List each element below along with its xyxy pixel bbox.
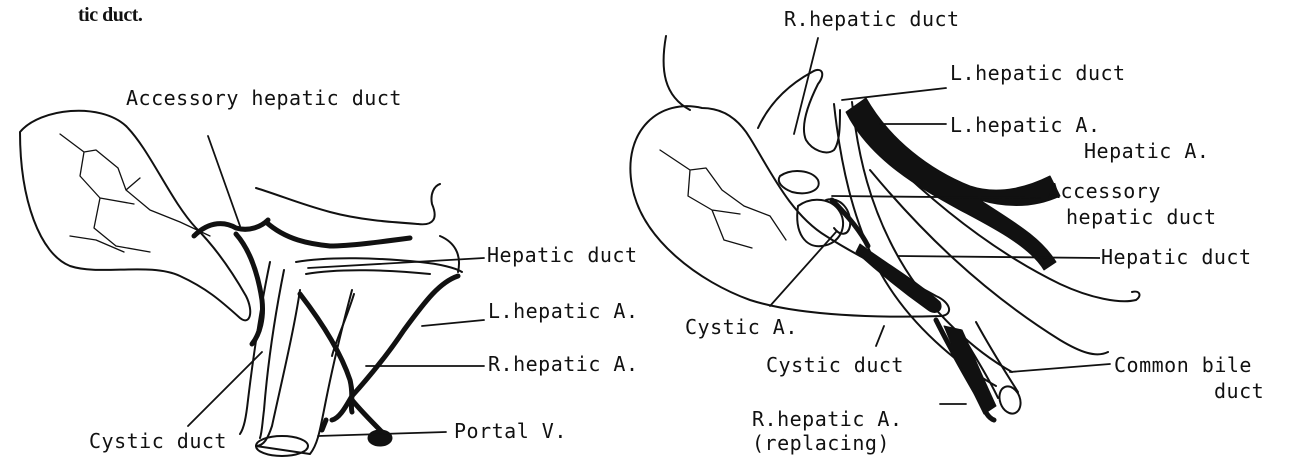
label-hepatic-duct-right: Hepatic duct xyxy=(1100,246,1253,268)
label-common-bile-duct-2: duct xyxy=(1214,380,1264,402)
right-replacing-artery-thick xyxy=(944,326,996,414)
label-accessory-right-2: hepatic duct xyxy=(1066,206,1217,228)
label-cystic-a-right: Cystic A. xyxy=(684,316,799,338)
left-portal-vein-tube xyxy=(256,290,352,454)
label-r-hepatic-a-replacing-1: R.hepatic A. xyxy=(752,408,903,430)
label-cystic-duct-left: Cystic duct xyxy=(88,430,228,452)
label-portal-v-left: Portal V. xyxy=(454,420,567,442)
left-liver-outline xyxy=(256,184,440,224)
label-common-bile-duct-1: Common bile xyxy=(1114,354,1252,376)
label-accessory-right-1: Accessory xyxy=(1048,180,1161,202)
left-hepatic-duct-thick xyxy=(266,222,410,246)
label-accessory-hepatic-duct-left: Accessory hepatic duct xyxy=(126,87,402,109)
right-leader-lines xyxy=(770,38,1110,404)
left-gallbladder-veins xyxy=(60,134,210,252)
right-common-duct-end xyxy=(996,383,1024,416)
label-cystic-duct-right: Cystic duct xyxy=(766,354,904,376)
right-gallbladder-veins xyxy=(660,150,786,248)
label-l-hepatic-a-right: L.hepatic A. xyxy=(950,114,1101,136)
left-figure-drawing xyxy=(20,111,484,456)
label-r-hepatic-duct-right: R.hepatic duct xyxy=(784,8,960,30)
label-hepatic-duct-left: Hepatic duct xyxy=(486,244,639,266)
left-portal-vein-end xyxy=(256,436,308,456)
label-r-hepatic-a-replacing-2: (replacing) xyxy=(752,432,890,454)
left-hepatic-artery-r xyxy=(300,294,352,412)
label-r-hepatic-a-left: R.hepatic A. xyxy=(488,353,639,375)
left-artery-end xyxy=(368,430,392,446)
label-l-hepatic-a-left: L.hepatic A. xyxy=(488,300,639,322)
page-text-fragment: tic duct. xyxy=(78,4,142,26)
left-gallbladder-outline xyxy=(20,111,250,321)
label-l-hepatic-duct-right: L.hepatic duct xyxy=(950,62,1126,84)
left-artery-thin xyxy=(332,294,354,356)
label-hepatic-a-right: Hepatic A. xyxy=(1084,140,1209,162)
